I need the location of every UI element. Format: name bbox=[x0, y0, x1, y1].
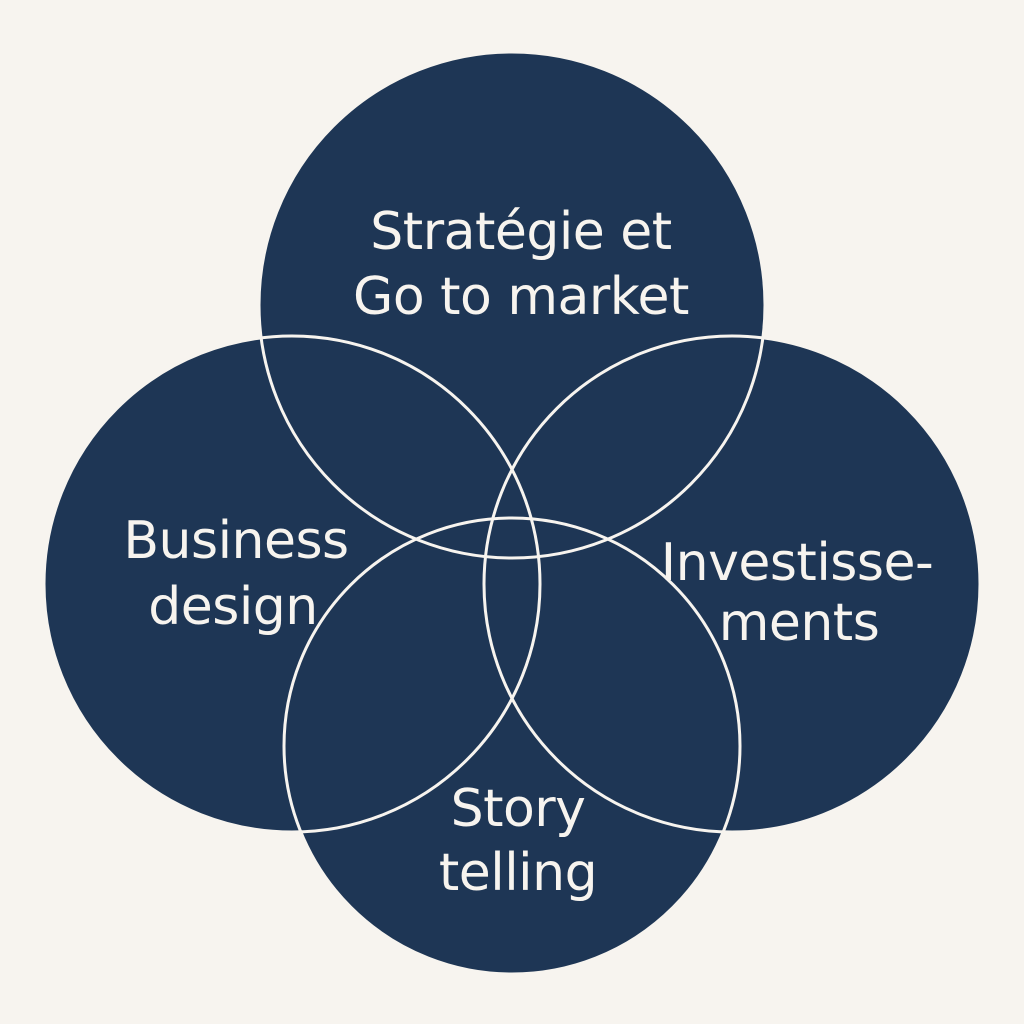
label-bottom-line-1: Story bbox=[451, 779, 586, 839]
label-right-line-1: Investisse- bbox=[661, 533, 933, 593]
label-bottom-line-2: telling bbox=[439, 843, 597, 903]
label-top-line-2: Go to market bbox=[353, 267, 689, 327]
circle-fills bbox=[44, 52, 980, 974]
label-right-line-2: ments bbox=[719, 593, 880, 653]
label-left-line-1: Business bbox=[123, 511, 348, 571]
circle-outlines bbox=[42, 50, 982, 976]
circle-labels: Stratégie et Go to market Business desig… bbox=[123, 202, 933, 903]
outline-top bbox=[257, 50, 767, 560]
outline-bottom bbox=[282, 516, 742, 976]
outline-right bbox=[482, 334, 982, 834]
label-top-line-1: Stratégie et bbox=[370, 202, 671, 262]
label-left-line-2: design bbox=[148, 577, 318, 637]
circle-bottom bbox=[284, 518, 740, 974]
outline-left bbox=[42, 334, 542, 834]
